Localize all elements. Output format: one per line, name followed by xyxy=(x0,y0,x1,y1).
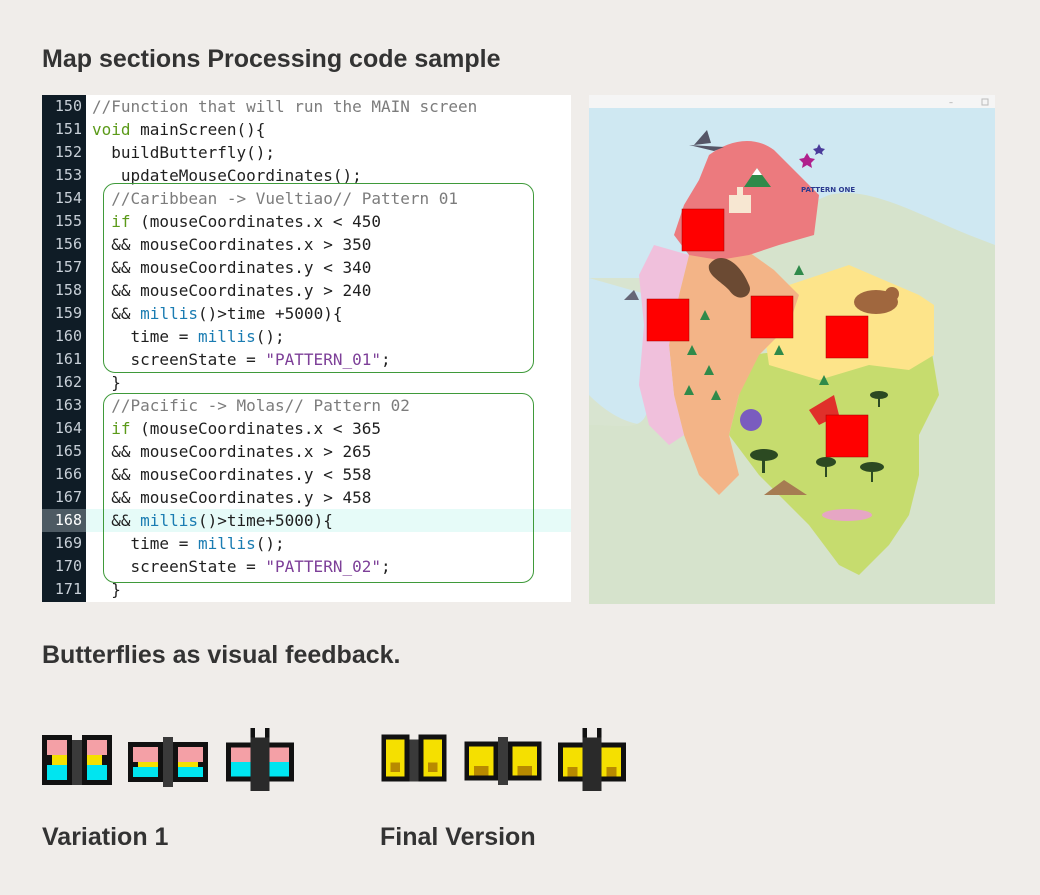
code-line[interactable]: //Caribbean -> Vueltiao// Pattern 01 xyxy=(92,189,459,208)
tree-icons xyxy=(684,265,829,400)
code-line[interactable]: time = millis(); xyxy=(92,534,285,553)
code-line[interactable]: && mouseCoordinates.y < 558 xyxy=(92,465,372,484)
code-line[interactable]: } xyxy=(92,373,121,392)
code-line[interactable]: && millis()>time+5000){ xyxy=(92,511,333,530)
minimize-icon: – xyxy=(949,98,953,107)
code-line[interactable]: //Pacific -> Molas// Pattern 02 xyxy=(92,396,410,415)
butterfly-variation-mid-icon xyxy=(128,737,208,787)
hotspot-square xyxy=(646,298,690,342)
whale-icon xyxy=(624,290,639,300)
river-dolphin-icon xyxy=(822,509,872,521)
line-number: 153 xyxy=(54,166,82,184)
code-line[interactable]: && mouseCoordinates.y < 340 xyxy=(92,258,372,277)
code-line[interactable]: && mouseCoordinates.y > 240 xyxy=(92,281,372,300)
line-number: 157 xyxy=(54,258,82,276)
hotspot-square xyxy=(825,315,869,359)
line-number: 154 xyxy=(54,189,82,207)
code-line[interactable]: screenState = "PATTERN_02"; xyxy=(92,557,391,576)
line-number: 169 xyxy=(54,534,82,552)
caribbean-condition-box xyxy=(103,183,534,373)
code-line[interactable]: if (mouseCoordinates.x < 365 xyxy=(111,419,381,438)
line-number: 150 xyxy=(54,97,82,115)
code-line[interactable]: && mouseCoordinates.x > 350 xyxy=(92,235,372,254)
butterfly-final-open-icon xyxy=(381,734,447,782)
line-number: 167 xyxy=(54,488,82,506)
code-line[interactable]: void mainScreen(){ xyxy=(92,120,266,139)
line-number: 155 xyxy=(54,212,82,230)
pacific-region xyxy=(639,245,689,445)
hotspot-square xyxy=(681,208,725,252)
butterfly-variation-open-icon xyxy=(42,735,112,785)
line-number: 160 xyxy=(54,327,82,345)
line-number: 159 xyxy=(54,304,82,322)
starfish-icon xyxy=(799,153,815,168)
butterfly-final-closed-icon xyxy=(558,728,626,792)
code-line[interactable]: //Function that will run the MAIN screen xyxy=(92,97,478,116)
variation-caption: Variation 1 xyxy=(42,823,169,851)
code-line[interactable]: && mouseCoordinates.x > 265 xyxy=(92,442,372,461)
code-line[interactable]: screenState = "PATTERN_01"; xyxy=(92,350,391,369)
line-number: 162 xyxy=(54,373,82,391)
line-number: 165 xyxy=(54,442,82,460)
butterfly-final-mid-icon xyxy=(464,736,542,786)
acacia-icons xyxy=(750,391,888,482)
shark-icon xyxy=(689,130,724,151)
line-number: 168 xyxy=(42,509,86,532)
line-number: 166 xyxy=(54,465,82,483)
active-line-highlight xyxy=(86,509,571,532)
hotspot-squares xyxy=(646,208,869,458)
colombia-map-screenshot: – PATTERN ONE xyxy=(589,95,995,604)
code-line[interactable]: && millis()>time +5000){ xyxy=(92,304,343,323)
final-version-caption: Final Version xyxy=(380,823,536,851)
line-number: 164 xyxy=(54,419,82,437)
line-number: 170 xyxy=(54,557,82,575)
line-number: 163 xyxy=(54,396,82,414)
pattern-one-label: PATTERN ONE xyxy=(801,186,855,194)
mountain-icon xyxy=(744,168,771,187)
line-number: 158 xyxy=(54,281,82,299)
code-line[interactable]: time = millis(); xyxy=(92,327,285,346)
pacific-condition-box xyxy=(103,393,534,583)
code-line[interactable]: updateMouseCoordinates(); xyxy=(92,166,362,185)
line-number: 156 xyxy=(54,235,82,253)
code-line[interactable]: } xyxy=(92,580,121,599)
line-number: 152 xyxy=(54,143,82,161)
hut-icon xyxy=(764,480,807,495)
line-number: 161 xyxy=(54,350,82,368)
line-number: 151 xyxy=(54,120,82,138)
orchid-icon xyxy=(740,409,762,431)
code-line[interactable]: if (mouseCoordinates.x < 450 xyxy=(111,212,381,231)
condor-icon xyxy=(708,257,750,298)
code-editor[interactable]: 150 151 152 153 154 155 156 157 158 159 160 161 162 1… xyxy=(42,95,571,602)
code-line[interactable]: buildButterfly(); xyxy=(92,143,276,162)
maximize-icon xyxy=(981,98,989,106)
code-section-heading: Map sections Processing code sample xyxy=(42,45,501,73)
hotspot-square xyxy=(750,295,794,339)
church-icon xyxy=(729,195,751,213)
line-number-gutter: 150 151 152 153 154 155 156 157 158 159 160 161 162 1… xyxy=(42,95,86,602)
code-line[interactable]: && mouseCoordinates.y > 458 xyxy=(92,488,372,507)
window-title-bar xyxy=(589,95,995,108)
butterfly-variation-closed-icon xyxy=(226,728,294,792)
hotspot-square xyxy=(825,414,869,458)
feedback-section-heading: Butterflies as visual feedback. xyxy=(42,641,401,669)
line-number: 171 xyxy=(54,580,82,598)
